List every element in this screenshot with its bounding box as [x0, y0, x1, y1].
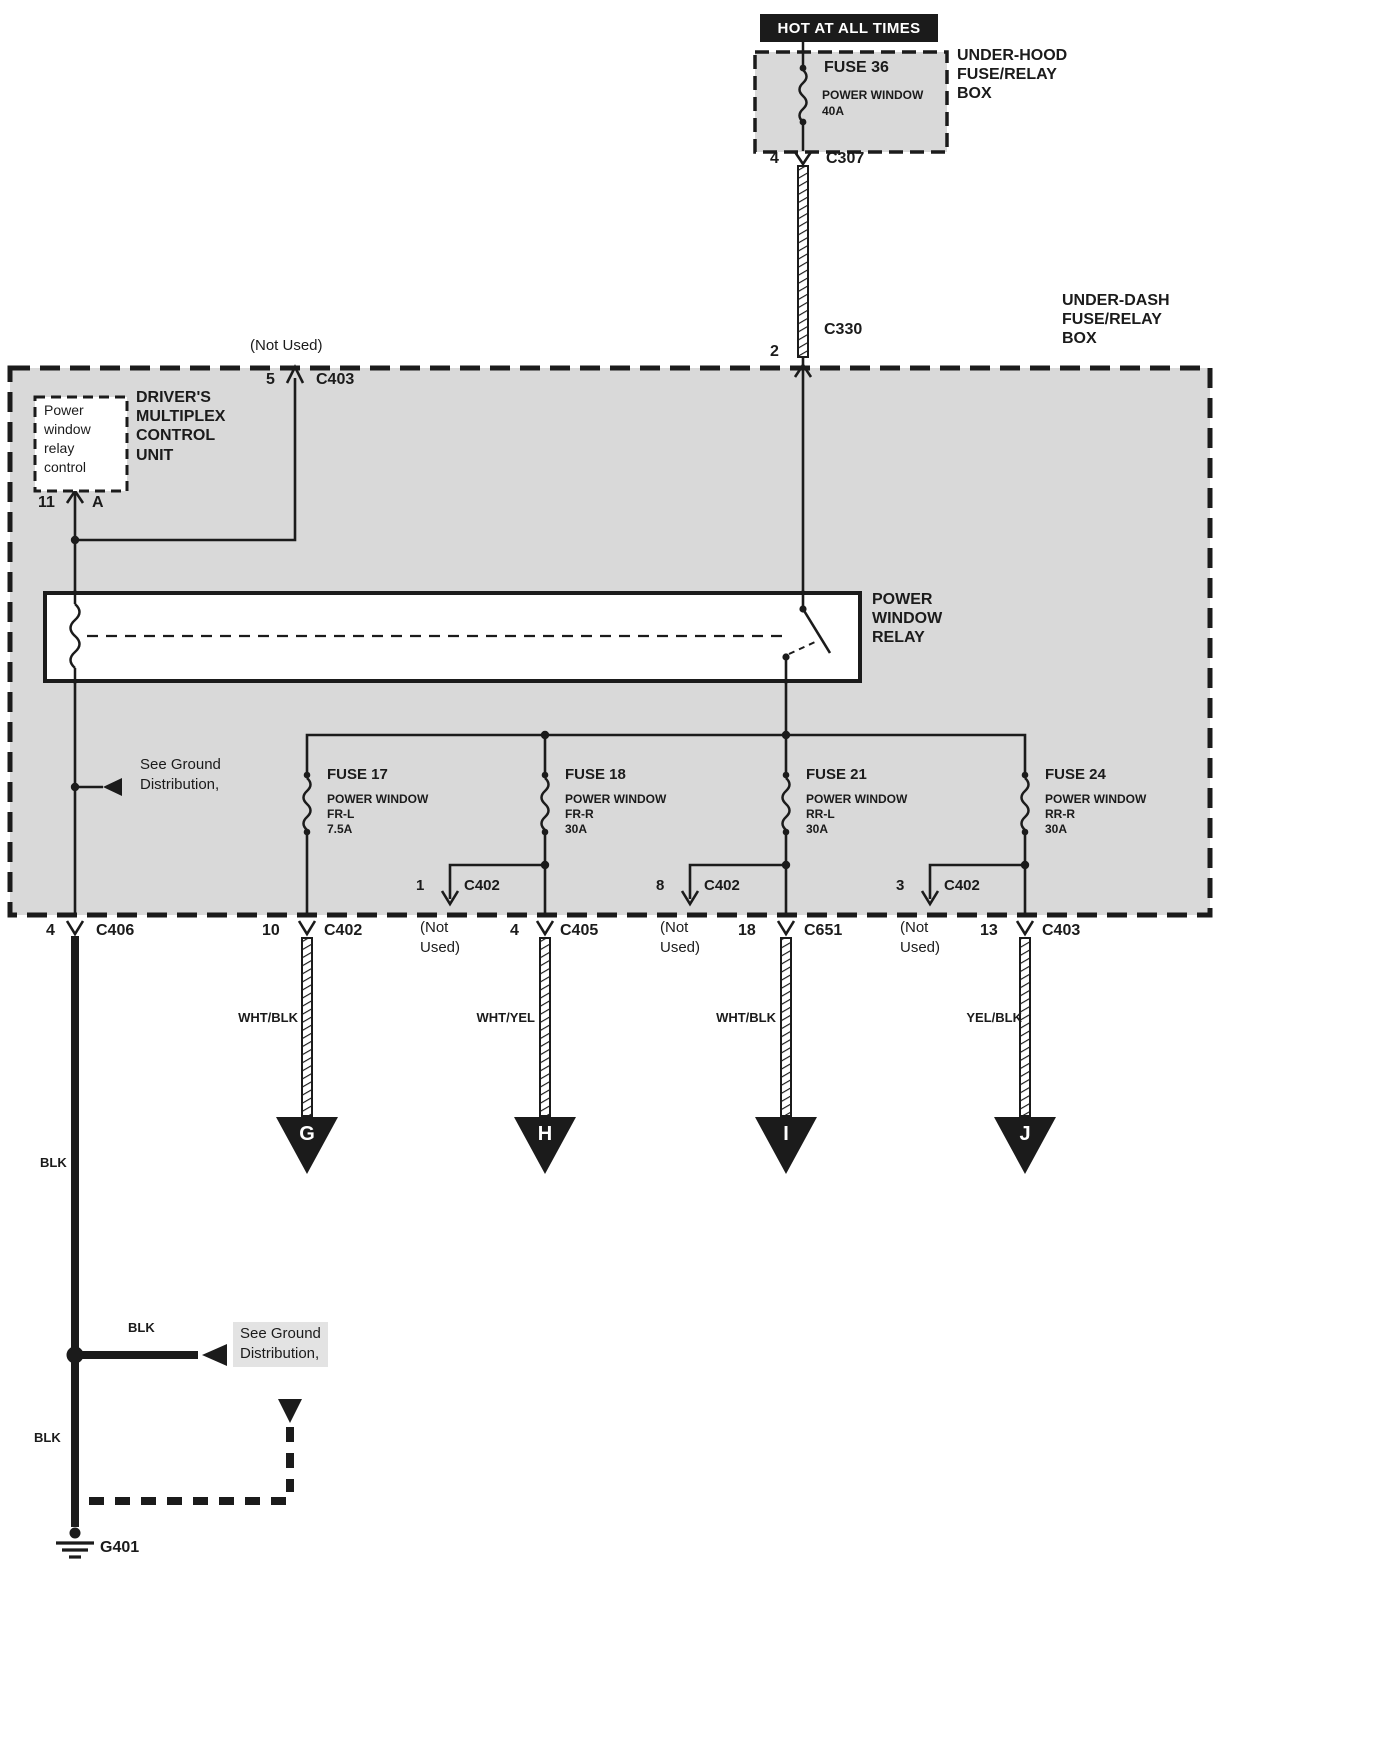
under-hood-box-label: UNDER-HOOD FUSE/RELAY BOX: [957, 47, 1068, 103]
relay-label: POWER WINDOW RELAY: [872, 591, 943, 647]
fuse-17-name: FUSE 17: [327, 766, 388, 783]
exit-c402-name: C402: [324, 922, 363, 939]
ground-branch-down-arrow: [278, 1399, 302, 1423]
fuse-36-symbol: [798, 42, 808, 151]
output-wires: [301, 937, 1031, 1117]
c403-top-pin: 5: [266, 371, 275, 388]
control-unit-box: [33, 395, 129, 493]
wire-color-j: YEL/BLK: [966, 1010, 1022, 1025]
stub-2-pin: 8: [656, 877, 665, 894]
fuse-36-bottom-dot: [799, 118, 807, 126]
fuse-24-rating: 30A: [1045, 822, 1068, 836]
stub-3-name: C402: [944, 877, 980, 894]
exit-c405-name: C405: [560, 922, 599, 939]
control-unit-label: DRIVER'S MULTIPLEX CONTROL UNIT: [136, 389, 226, 464]
ground-note-lower: See Ground Distribution,: [233, 1322, 328, 1367]
dest-letter-g: G: [299, 1123, 315, 1145]
fuse36-name: FUSE 36: [824, 59, 889, 76]
fuse-21-name: FUSE 21: [806, 766, 867, 783]
ground-ref-arrow-upper: [103, 778, 122, 796]
fuse-symbols: [302, 777, 1030, 831]
fuse36-desc: POWER WINDOW: [822, 88, 924, 102]
exit-c403-pin: 13: [980, 922, 998, 939]
stub-1-name: C402: [464, 877, 500, 894]
exit-c403-name: C403: [1042, 922, 1081, 939]
internal-wires: [73, 357, 1027, 915]
dest-letter-h: H: [537, 1123, 553, 1145]
dest-letter-i: I: [783, 1123, 789, 1145]
ground-branch: [71, 936, 294, 1527]
hot-at-all-times-box: [760, 14, 938, 42]
fuse-17-desc: POWER WINDOW: [327, 792, 429, 806]
stub-3-pin: 3: [896, 877, 905, 894]
blk-label-mid: BLK: [128, 1320, 155, 1335]
c307-pin: 4: [770, 150, 779, 167]
control-unit-box-text: Power window relay control: [44, 402, 91, 475]
ground-id-label: G401: [100, 1539, 140, 1556]
relay-coil: [69, 593, 81, 681]
stub-1-pin: 1: [416, 877, 425, 894]
under-hood-box-border: [753, 50, 949, 154]
control-unit-pin-a: A: [92, 494, 104, 511]
fuse-18-circuit: FR-R: [565, 807, 594, 821]
fuse-dots: [303, 771, 1029, 836]
c403-top-name: C403: [316, 371, 355, 388]
ground-note-upper: See Ground Distribution,: [140, 756, 221, 794]
ground-junction-dot: [66, 1346, 84, 1364]
destination-triangles: [276, 1117, 1056, 1174]
stub-2-note: (Not Used): [660, 919, 701, 957]
exit-c651-pin: 18: [738, 922, 756, 939]
fuse-21-rating: 30A: [806, 822, 829, 836]
fuse-36-top-dot: [799, 64, 807, 72]
c307-connector-symbol: [793, 151, 813, 167]
control-unit-pin-11: 11: [38, 494, 55, 511]
exit-c406-name: C406: [96, 922, 135, 939]
wire-color-i: WHT/BLK: [716, 1010, 776, 1025]
fuse-18-rating: 30A: [565, 822, 588, 836]
wire-color-g: WHT/BLK: [238, 1010, 298, 1025]
stub-1-note: (Not Used): [420, 919, 461, 957]
not-used-top-label: (Not Used): [250, 337, 323, 354]
c330-name: C330: [824, 321, 863, 338]
stub-3-note: (Not Used): [900, 919, 941, 957]
junction-dots: [70, 535, 1030, 870]
fuse-24-circuit: RR-R: [1045, 807, 1075, 821]
fuse-18-name: FUSE 18: [565, 766, 626, 783]
exit-c402-pin: 10: [262, 922, 280, 939]
exit-c405-pin: 4: [510, 922, 519, 939]
blk-label-lower: BLK: [34, 1430, 61, 1445]
hot-at-all-times-label: HOT AT ALL TIMES: [777, 19, 921, 37]
ground-symbol: [56, 1527, 94, 1559]
dest-letter-j: J: [1019, 1123, 1031, 1145]
fuse-24-desc: POWER WINDOW: [1045, 792, 1147, 806]
under-dash-box-label: UNDER-DASH FUSE/RELAY BOX: [1062, 292, 1170, 348]
stub-2-name: C402: [704, 877, 740, 894]
fuse-24-name: FUSE 24: [1045, 766, 1106, 783]
power-feed-wire: [797, 165, 809, 358]
fuse36-rating: 40A: [822, 104, 845, 118]
relay-switch: [784, 591, 832, 681]
fuse-21-circuit: RR-L: [806, 807, 835, 821]
exit-c406-pin: 4: [46, 922, 55, 939]
c307-name: C307: [826, 150, 865, 167]
fuse-21-desc: POWER WINDOW: [806, 792, 908, 806]
exit-c651-name: C651: [804, 922, 843, 939]
wire-color-h: WHT/YEL: [476, 1010, 536, 1025]
ground-ref-arrow-lower: [202, 1344, 227, 1366]
c330-pin: 2: [770, 343, 779, 360]
blk-label-upper: BLK: [40, 1155, 67, 1170]
relay-contact-bottom-dot: [782, 653, 790, 661]
fuse-17-rating: 7.5A: [327, 822, 353, 836]
relay-contact-top-dot: [799, 605, 807, 613]
fuse-17-circuit: FR-L: [327, 807, 355, 821]
fuse-18-desc: POWER WINDOW: [565, 792, 667, 806]
